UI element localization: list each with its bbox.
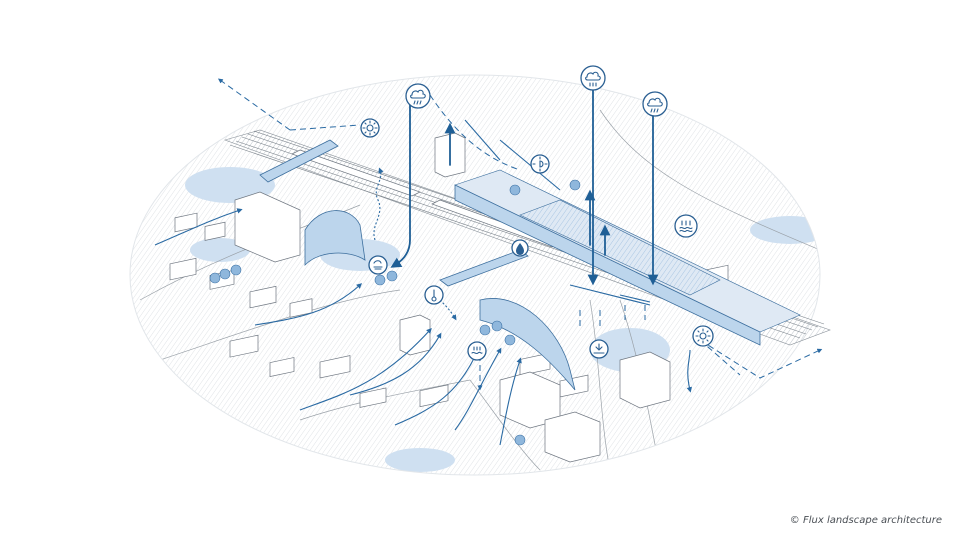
tree xyxy=(386,270,398,282)
tree xyxy=(219,268,231,280)
sun-icon xyxy=(692,325,714,347)
water-flows xyxy=(154,89,693,446)
tree xyxy=(374,274,386,286)
road xyxy=(299,379,471,421)
copyright-credit: © Flux landscape architecture xyxy=(789,515,942,526)
city-ground xyxy=(130,75,820,475)
sun-icon xyxy=(530,154,550,174)
collection-line xyxy=(569,284,651,306)
road xyxy=(469,379,541,471)
water-drop-icon xyxy=(511,239,529,257)
tree xyxy=(509,184,521,196)
trees xyxy=(209,179,581,446)
thermometer-icon xyxy=(424,285,444,305)
tree xyxy=(569,179,581,191)
cloud-rain-icon xyxy=(405,83,431,109)
tree xyxy=(514,434,526,446)
diagram-boundary xyxy=(129,74,821,476)
tree xyxy=(491,320,503,332)
evaporation-icon xyxy=(368,255,388,275)
tree xyxy=(209,272,221,284)
linear-blue-building xyxy=(454,169,801,346)
water-zone xyxy=(185,167,275,203)
tree xyxy=(504,334,516,346)
overpass-bridge xyxy=(259,139,339,183)
sun-icon xyxy=(360,118,380,138)
road xyxy=(599,109,820,251)
groundwater-icon xyxy=(589,339,609,359)
footbridge xyxy=(439,249,529,287)
water-zone xyxy=(750,216,820,244)
infiltration-icon xyxy=(467,341,487,361)
dashed-lines xyxy=(217,78,823,391)
infiltration-icon xyxy=(674,214,698,238)
cloud-rain-icon xyxy=(642,91,668,117)
road xyxy=(589,299,611,471)
tall-blocks xyxy=(234,132,671,463)
cloud-rain-icon xyxy=(580,65,606,91)
road xyxy=(159,289,401,361)
collection-line xyxy=(619,294,651,303)
water-zone xyxy=(385,448,455,472)
curved-blue-building xyxy=(304,210,576,391)
tree xyxy=(230,264,242,276)
tree xyxy=(479,324,491,336)
